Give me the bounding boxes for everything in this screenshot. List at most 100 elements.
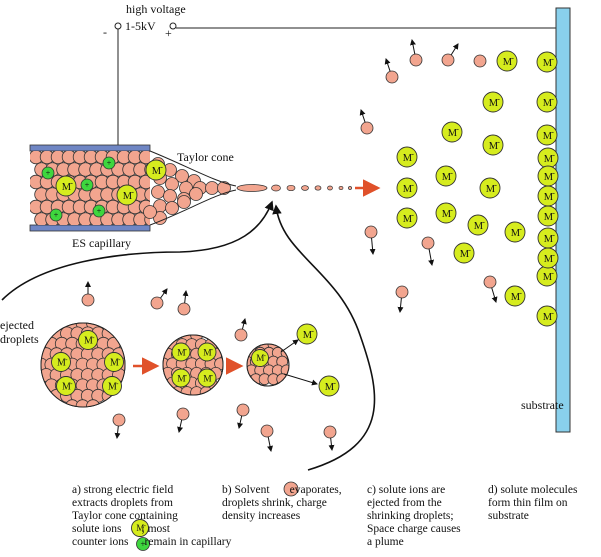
solute-ion-charge: - (160, 163, 163, 172)
caption-c: c) solute ions are ejected from the shri… (367, 484, 461, 548)
solute-ion: M- (51, 352, 71, 372)
solute-ion-charge: - (131, 188, 134, 197)
solvent-droplet (473, 54, 487, 68)
solute-ion: M- (396, 177, 418, 199)
jet-droplet (271, 184, 281, 192)
solvent-droplet (205, 181, 219, 195)
solute-ion-charge: - (519, 289, 522, 298)
motion-arrow (182, 290, 189, 304)
solute-ion: M- (318, 375, 340, 397)
solute-ion-charge: - (552, 169, 555, 178)
solute-ion: M- (102, 376, 122, 396)
solvent-droplet (199, 386, 213, 395)
solute-ion-charge: - (497, 95, 500, 104)
solvent-droplet (260, 424, 274, 438)
counter-ion: + (80, 178, 94, 192)
solvent-droplet (138, 151, 150, 165)
solute-ion-label: M (511, 228, 521, 239)
jet-droplets (236, 184, 352, 192)
solute-ion-charge: - (552, 209, 555, 218)
solvent-droplet (234, 328, 248, 342)
solute-ion-label: M (544, 234, 554, 245)
solute-ion-label: M (62, 182, 72, 193)
motion-arrow (384, 58, 391, 72)
solvent-droplet (165, 177, 179, 191)
counter-ion-label: + (54, 211, 59, 220)
solute-ion: M- (197, 342, 217, 362)
voltage-circuit (114, 22, 556, 146)
solute-ion: M- (479, 177, 501, 199)
ejected-solute-ions: M-M-M-M-M-M-M-M-M-M-M-M-M-M-M-M-M-M-M-M-… (280, 50, 559, 397)
counter-ion: + (102, 156, 116, 170)
solute-ion-label: M (544, 212, 554, 223)
motion-arrow (450, 43, 459, 56)
solvent-droplet (395, 285, 409, 299)
solvent-droplet (283, 481, 299, 497)
solute-ion: M- (496, 50, 518, 72)
solute-ion-label: M (84, 336, 93, 347)
solute-ion: M- (467, 214, 489, 236)
solute-ion-label: M (486, 184, 496, 195)
solute-ion: M- (131, 519, 149, 537)
solute-ion-charge: - (333, 379, 336, 388)
counter-ion: + (41, 166, 55, 180)
solute-ion-charge: - (551, 95, 554, 104)
solute-ion-label: M (543, 98, 553, 109)
jet-droplet (301, 185, 309, 191)
solute-ion-label: M (543, 312, 553, 323)
solute-ion-charge: - (519, 225, 522, 234)
solute-ion: M- (504, 285, 526, 307)
solvent-droplet (236, 403, 250, 417)
solute-ion-charge: - (311, 327, 314, 336)
jet-droplet (327, 185, 333, 191)
solute-ion-label: M (303, 330, 313, 341)
solute-ion-label: M (203, 348, 212, 358)
solute-ion-label: M (503, 57, 513, 68)
solute-ion-charge: - (70, 379, 73, 388)
solute-ion: M- (537, 227, 559, 249)
solute-ion: M- (537, 165, 559, 187)
ejected-label: ejected (0, 318, 34, 332)
solute-ion-label: M (57, 358, 66, 369)
solute-ion-charge: - (482, 218, 485, 227)
solvent-droplet (421, 236, 435, 250)
caption-d: d) solute molecules form thin film on su… (488, 484, 578, 522)
solute-ion-label: M (177, 348, 186, 358)
jet-filament (236, 184, 268, 192)
solute-ion: M- (482, 134, 504, 156)
solute-ion: M- (104, 352, 124, 372)
solute-ion: M- (435, 202, 457, 224)
jet-droplet (348, 186, 352, 190)
solute-ion-charge: - (494, 181, 497, 190)
solvent-droplet (409, 53, 423, 67)
solute-ion-label: M (203, 374, 212, 384)
plus-terminal-label: + (165, 26, 172, 40)
solvent-droplet (176, 407, 190, 421)
solute-ion: M- (296, 323, 318, 345)
solvent-droplet (385, 70, 399, 84)
solute-ion: M- (171, 342, 191, 362)
solute-ion: M- (536, 91, 558, 113)
solute-ion-label: M (511, 292, 521, 303)
solute-ion-label: M (108, 382, 117, 393)
solvent-droplet (150, 296, 164, 310)
solute-ion-charge: - (92, 333, 95, 342)
solute-ion: M- (396, 207, 418, 229)
solvent-droplet (483, 275, 497, 289)
solvent-droplet (138, 174, 150, 190)
solvent-droplet (151, 185, 165, 199)
motion-arrow (491, 287, 498, 303)
solute-ion: M- (435, 165, 457, 187)
solute-ion: M- (251, 349, 269, 367)
capillary-ions: M-M-M-+++++ (41, 156, 167, 222)
solute-ion: M- (536, 265, 558, 287)
solute-ion-label: M (544, 154, 554, 165)
solute-ion-charge: - (511, 54, 514, 63)
solute-ion-label: M (544, 254, 554, 265)
solvent-droplet (189, 187, 203, 201)
solute-ion: M- (536, 124, 558, 146)
solute-ion-charge: - (70, 179, 73, 188)
solute-ion-label: M (543, 131, 553, 142)
solute-ion-charge: - (211, 346, 214, 354)
solute-ion-charge: - (552, 231, 555, 240)
